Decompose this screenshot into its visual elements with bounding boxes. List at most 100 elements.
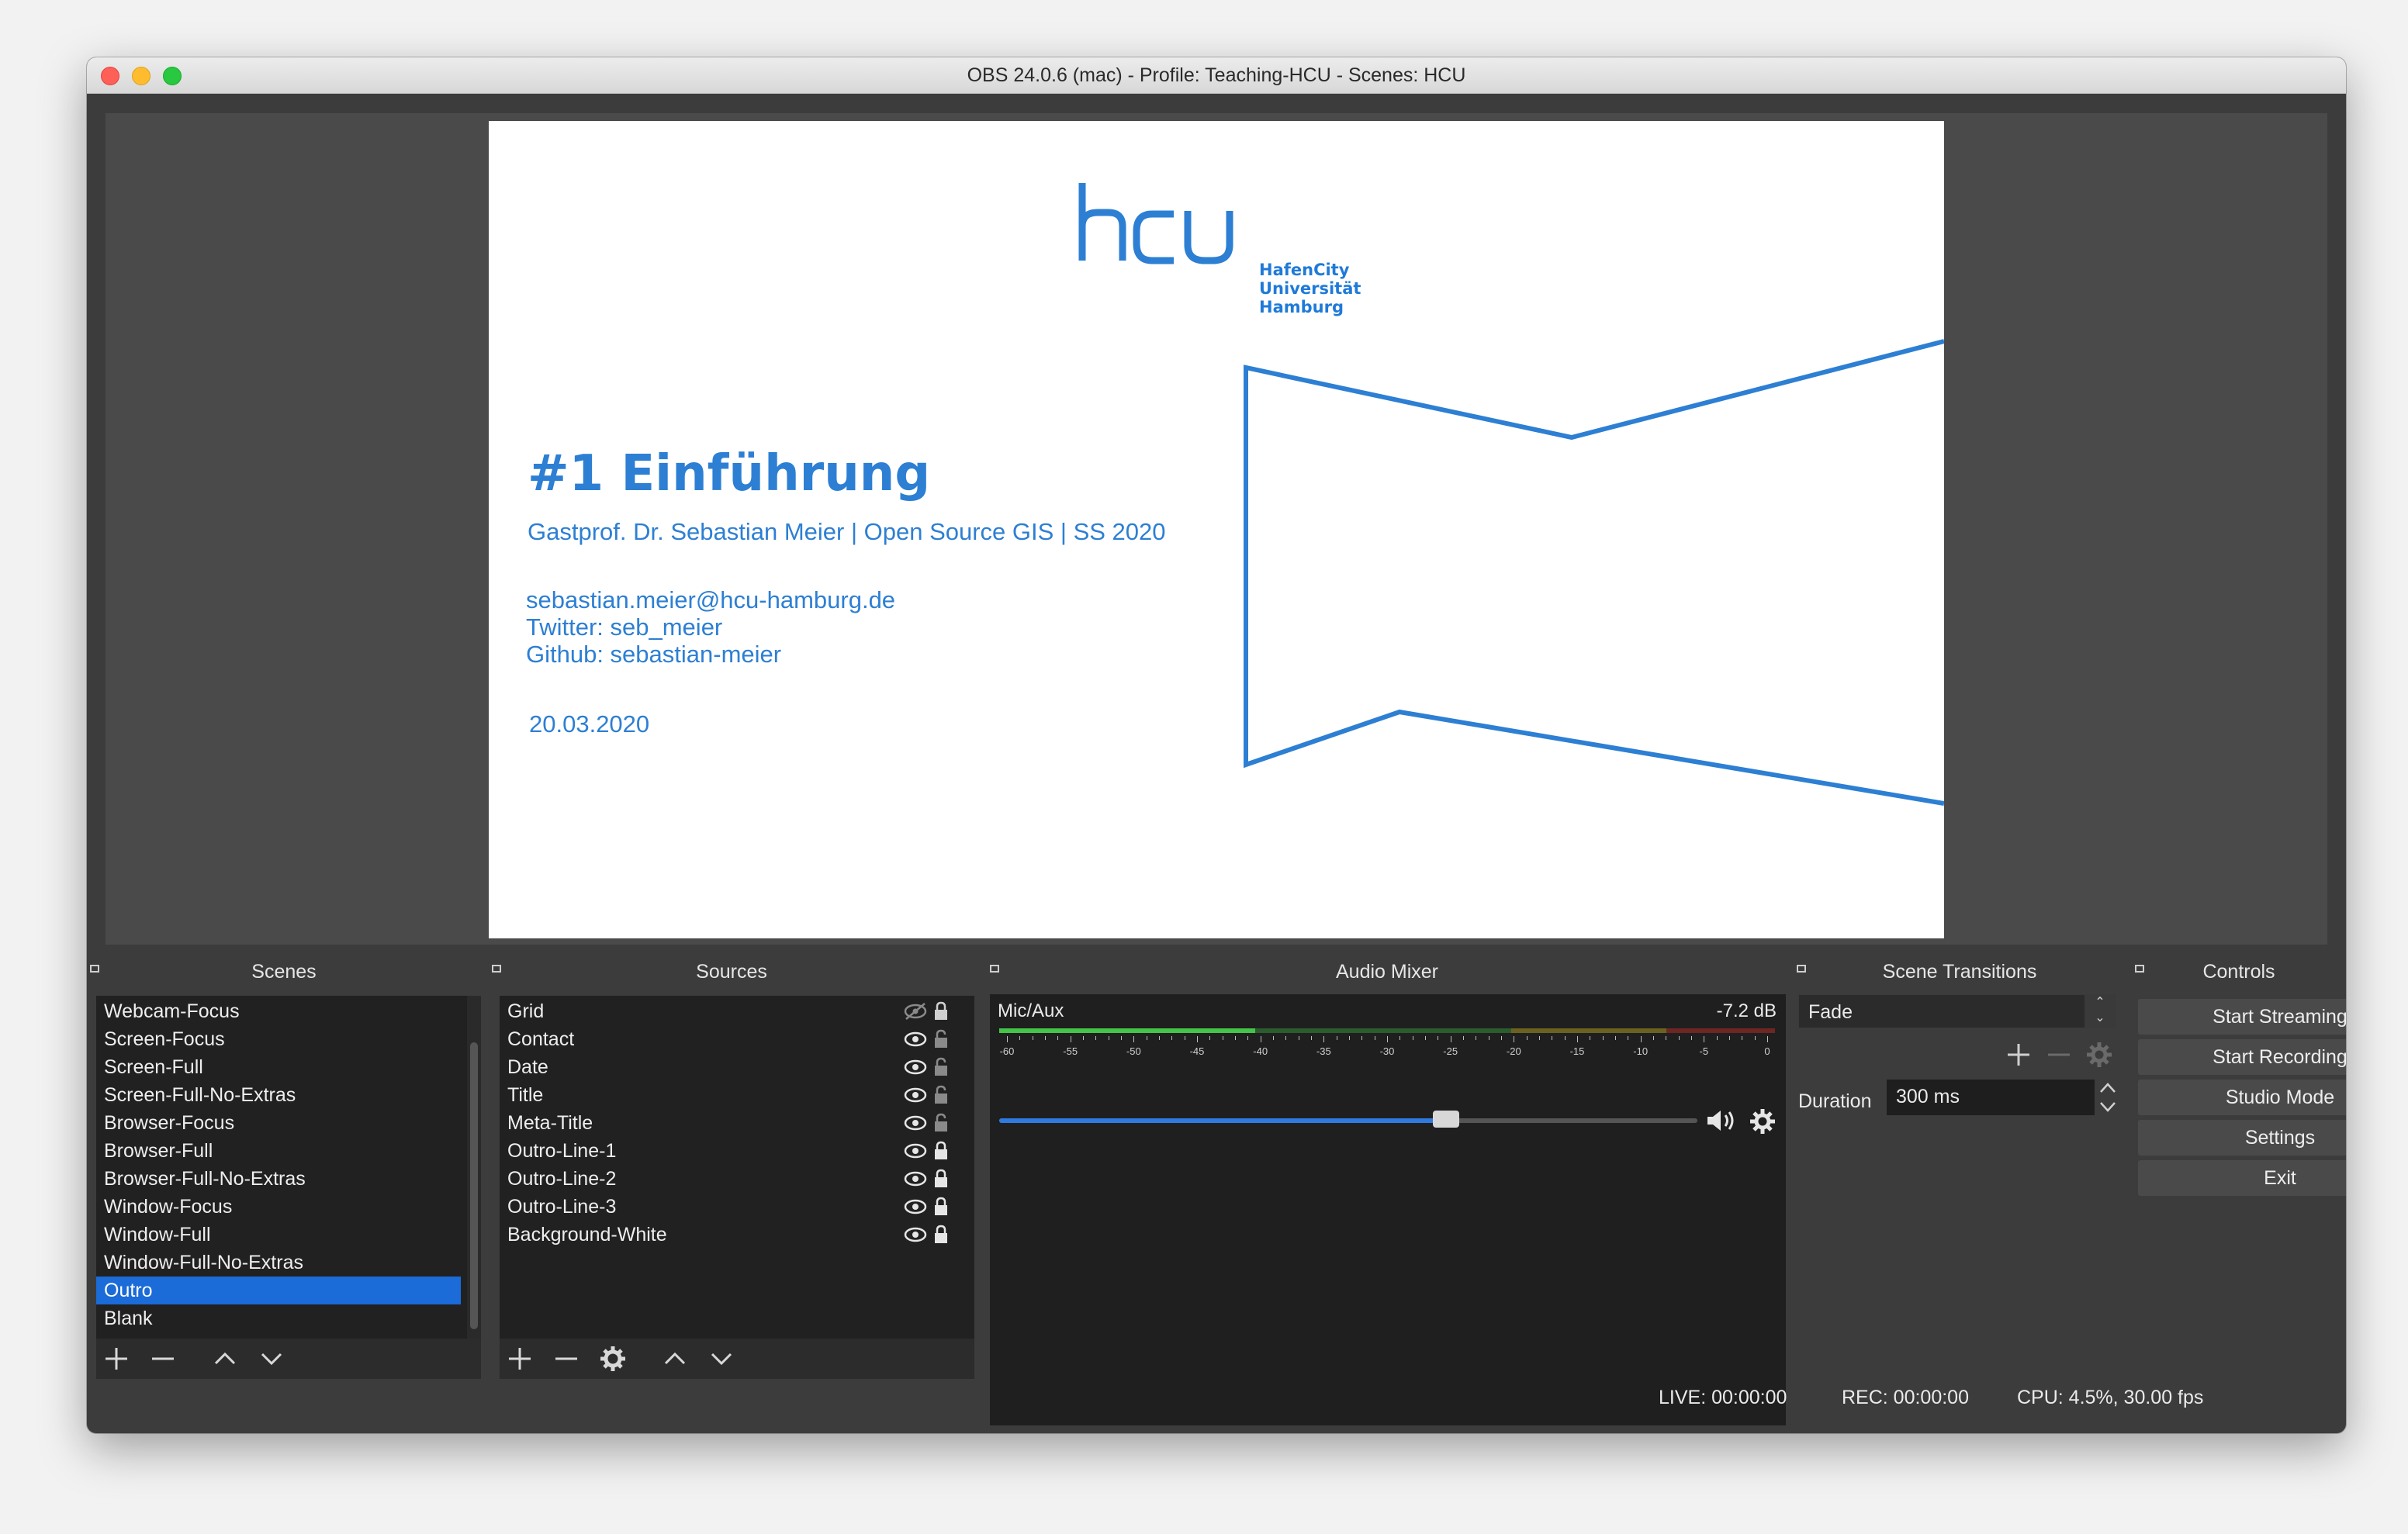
- title-bar: OBS 24.0.6 (mac) - Profile: Teaching-HCU…: [87, 57, 2346, 94]
- scene-item[interactable]: Screen-Focus: [104, 1028, 225, 1050]
- float-dock-icon[interactable]: [990, 965, 999, 973]
- scene-item[interactable]: Browser-Full: [104, 1140, 213, 1162]
- source-item[interactable]: Title: [500, 1081, 974, 1109]
- volume-fader-handle[interactable]: [1433, 1111, 1459, 1128]
- settings-button[interactable]: Settings: [2138, 1120, 2346, 1156]
- move-scene-down-button[interactable]: [256, 1343, 287, 1374]
- slide-title: #1 Einführung: [528, 445, 931, 503]
- move-source-down-button[interactable]: [706, 1343, 737, 1374]
- source-item[interactable]: Outro-Line-3: [500, 1193, 974, 1221]
- volume-fader-track[interactable]: [999, 1118, 1697, 1123]
- source-label: Background-White: [507, 1224, 667, 1246]
- zoom-window-button[interactable]: [163, 67, 182, 85]
- scene-item[interactable]: Screen-Full: [104, 1056, 203, 1078]
- float-dock-icon[interactable]: [492, 965, 501, 973]
- source-label: Meta-Title: [507, 1112, 593, 1134]
- meter-tick-label: -30: [1379, 1045, 1395, 1057]
- scene-item[interactable]: Window-Full: [104, 1224, 211, 1246]
- add-scene-button[interactable]: [101, 1343, 132, 1374]
- sources-list[interactable]: Grid Contact: [500, 996, 974, 1339]
- source-item[interactable]: Outro-Line-1: [500, 1137, 974, 1165]
- cpu-status: CPU: 4.5%, 30.00 fps: [2017, 1387, 2204, 1408]
- source-item[interactable]: Date: [500, 1053, 974, 1081]
- source-item[interactable]: Contact: [500, 1025, 974, 1053]
- studio-mode-button[interactable]: Studio Mode: [2138, 1080, 2346, 1115]
- duration-value: 300 ms: [1896, 1086, 1960, 1107]
- scene-item[interactable]: Browser-Focus: [104, 1112, 235, 1134]
- float-dock-icon[interactable]: [2135, 965, 2144, 973]
- eye-icon[interactable]: [903, 1224, 950, 1246]
- eye-icon[interactable]: [903, 1056, 950, 1078]
- meter-minor-tick: [1425, 1036, 1426, 1040]
- eye-icon[interactable]: [903, 1112, 950, 1134]
- meter-minor-tick: [1564, 1036, 1566, 1040]
- source-properties-button[interactable]: [597, 1343, 628, 1374]
- meter-tick-label: -40: [1253, 1045, 1268, 1057]
- plus-icon: [106, 1348, 127, 1370]
- close-window-button[interactable]: [101, 67, 119, 85]
- speaker-icon[interactable]: [1705, 1107, 1741, 1134]
- duration-stepper[interactable]: [2096, 1078, 2119, 1117]
- scenes-list[interactable]: Webcam-Focus Screen-Focus Screen-Full Sc…: [96, 996, 481, 1339]
- duration-input[interactable]: 300 ms: [1887, 1080, 2095, 1115]
- eye-hidden-icon[interactable]: [903, 1000, 950, 1022]
- source-item[interactable]: Outro-Line-2: [500, 1165, 974, 1193]
- scenes-scrollbar[interactable]: [467, 996, 481, 1339]
- meter-minor-tick: [1057, 1036, 1059, 1040]
- minimize-window-button[interactable]: [132, 67, 150, 85]
- mixer-dock-header: Audio Mixer: [987, 960, 1787, 983]
- source-controls: [903, 1196, 950, 1218]
- source-label: Grid: [507, 1000, 545, 1022]
- transitions-dock-header: Scene Transitions: [1794, 960, 2126, 983]
- scene-item[interactable]: Window-Full-No-Extras: [104, 1252, 303, 1273]
- meter-tick-label: -45: [1189, 1045, 1205, 1057]
- eye-icon[interactable]: [903, 1168, 950, 1190]
- scene-item[interactable]: Blank: [104, 1308, 153, 1329]
- remove-scene-button[interactable]: [147, 1343, 178, 1374]
- scene-item[interactable]: Browser-Full-No-Extras: [104, 1168, 306, 1190]
- source-item[interactable]: Meta-Title: [500, 1109, 974, 1137]
- meter-tick: [1640, 1036, 1642, 1042]
- transition-select[interactable]: Fade ⌃⌄: [1798, 994, 2116, 1028]
- eye-icon[interactable]: [903, 1028, 950, 1050]
- start-recording-button[interactable]: Start Recording: [2138, 1039, 2346, 1075]
- program-preview[interactable]: HafenCity Universität Hamburg #1 Einführ…: [106, 113, 2327, 945]
- meter-tick: [1007, 1036, 1008, 1042]
- meter-minor-tick: [1311, 1036, 1312, 1040]
- dock-title: Scene Transitions: [1882, 961, 2037, 983]
- meter-minor-tick: [1729, 1036, 1730, 1040]
- eye-icon[interactable]: [903, 1084, 950, 1106]
- meter-green-level: [999, 1028, 1255, 1033]
- remove-source-button[interactable]: [551, 1343, 582, 1374]
- meter-minor-tick: [1716, 1036, 1718, 1040]
- gear-icon[interactable]: [1749, 1107, 1777, 1135]
- float-dock-icon[interactable]: [1797, 965, 1806, 973]
- eye-icon[interactable]: [903, 1140, 950, 1162]
- transition-properties-gear-icon[interactable]: [2084, 1039, 2115, 1070]
- scene-item[interactable]: Screen-Full-No-Extras: [104, 1084, 296, 1106]
- source-item[interactable]: Background-White: [500, 1221, 974, 1249]
- scene-item-selected[interactable]: Outro: [96, 1277, 461, 1304]
- remove-transition-button[interactable]: [2043, 1039, 2074, 1070]
- add-transition-button[interactable]: [2003, 1039, 2034, 1070]
- meter-yellow-zone: [1511, 1028, 1666, 1033]
- start-streaming-button[interactable]: Start Streaming: [2138, 999, 2346, 1035]
- move-scene-up-button[interactable]: [209, 1343, 240, 1374]
- meter-tick: [1577, 1036, 1578, 1042]
- scenes-dock-header: Scenes: [87, 960, 481, 983]
- move-source-up-button[interactable]: [659, 1343, 690, 1374]
- meter-minor-tick: [1019, 1036, 1021, 1040]
- eye-icon[interactable]: [903, 1196, 950, 1218]
- float-dock-icon[interactable]: [90, 965, 99, 973]
- dock-title: Audio Mixer: [1336, 961, 1438, 983]
- scene-item[interactable]: Webcam-Focus: [104, 1000, 240, 1022]
- add-source-button[interactable]: [504, 1343, 535, 1374]
- scene-item[interactable]: Window-Focus: [104, 1196, 233, 1218]
- source-item[interactable]: Grid: [500, 997, 974, 1025]
- exit-button[interactable]: Exit: [2138, 1160, 2346, 1196]
- meter-tick-label: -15: [1569, 1045, 1585, 1057]
- scroll-thumb[interactable]: [470, 1042, 478, 1329]
- updown-chevron-icon: ⌃⌄: [2085, 995, 2116, 1028]
- dock-title: Controls: [2202, 961, 2275, 983]
- slide-date: 20.03.2020: [529, 710, 650, 738]
